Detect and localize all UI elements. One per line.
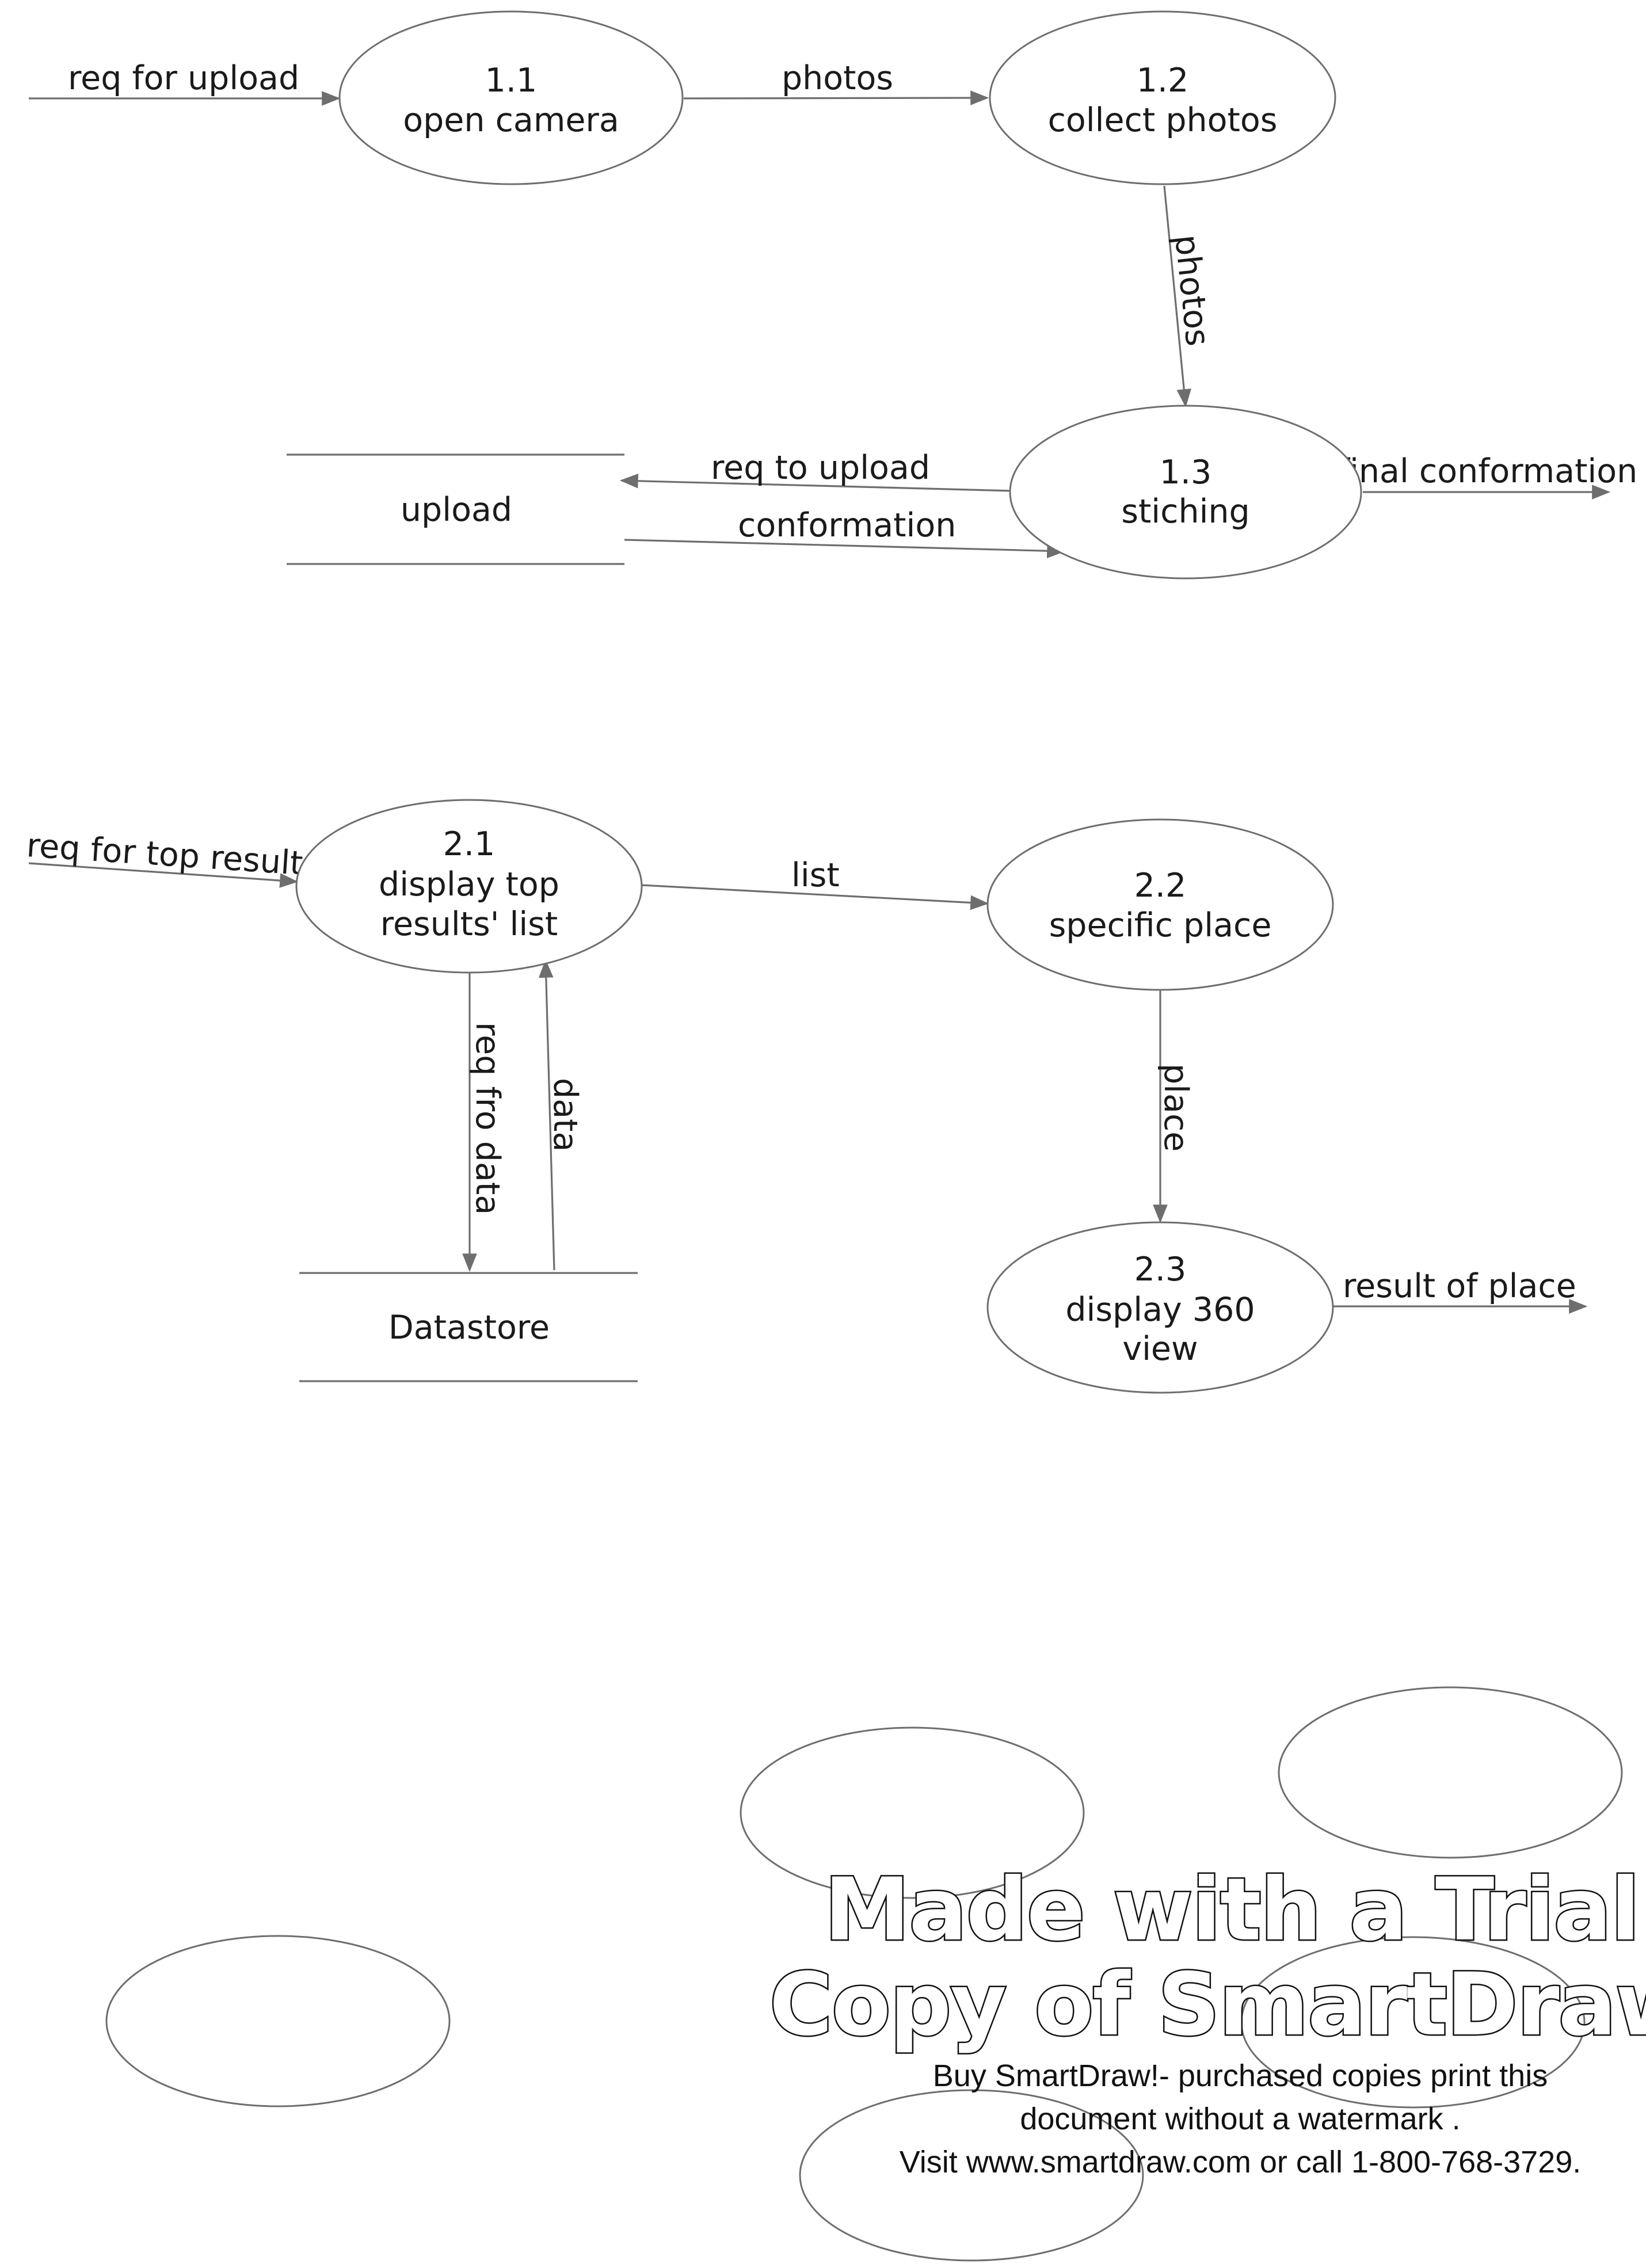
process-label: view bbox=[1122, 1330, 1198, 1368]
flow-label: req for upload bbox=[68, 59, 299, 97]
empty-ellipse bbox=[105, 1935, 451, 2107]
watermark-title: Made with a Trial bbox=[824, 1860, 1639, 1960]
flow-label: req for top result bbox=[25, 826, 304, 883]
process-number: 2.1 bbox=[443, 825, 496, 863]
flow-data: data bbox=[539, 959, 584, 1271]
empty-ellipse bbox=[1278, 1686, 1623, 1859]
flow-conformation: conformation bbox=[624, 506, 1066, 559]
datastore-label: Datastore bbox=[388, 1309, 550, 1347]
flow-req-for-upload: req for upload bbox=[29, 59, 341, 106]
flow-place: place bbox=[1153, 990, 1195, 1223]
process-number: 1.2 bbox=[1137, 62, 1189, 100]
trial-watermark: Made with a Trial Copy of SmartDraw Buy … bbox=[768, 1859, 1646, 2180]
flow-label: result of place bbox=[1343, 1267, 1576, 1305]
process-1-2: 1.2 collect photos bbox=[989, 10, 1336, 185]
watermark-note: document without a watermark . bbox=[1020, 2102, 1460, 2136]
flow-list: list bbox=[641, 856, 989, 910]
flow-label: final conformation bbox=[1338, 452, 1637, 490]
empty-ellipse bbox=[799, 2089, 1144, 2262]
flow-req-for-top-result: req for top result bbox=[25, 826, 304, 888]
empty-ellipse bbox=[740, 1726, 1085, 1899]
flow-req-to-upload: req to upload bbox=[619, 449, 1013, 492]
flow-photos-1: photos bbox=[683, 59, 989, 105]
process-label: display 360 bbox=[1065, 1291, 1255, 1329]
flow-final-conformation: final conformation bbox=[1338, 452, 1637, 500]
process-2-3: 2.3 display 360 view bbox=[986, 1221, 1334, 1394]
process-label: stiching bbox=[1121, 493, 1250, 531]
flow-label: photos bbox=[782, 59, 893, 97]
process-2-1: 2.1 display top results' list bbox=[295, 799, 643, 974]
process-number: 2.3 bbox=[1134, 1251, 1187, 1289]
process-number: 2.2 bbox=[1134, 867, 1187, 905]
watermark-note: Visit www.smartdraw.com or call 1-800-76… bbox=[900, 2145, 1582, 2179]
datastore-label: upload bbox=[401, 491, 512, 529]
process-label: display top bbox=[379, 866, 559, 904]
process-1-1: 1.1 open camera bbox=[338, 10, 684, 185]
flow-label: list bbox=[791, 856, 840, 894]
watermark-title: Copy of SmartDraw bbox=[769, 1955, 1646, 2055]
flow-label: req to upload bbox=[711, 449, 930, 487]
process-label: results' list bbox=[380, 905, 558, 943]
process-number: 1.1 bbox=[485, 62, 538, 100]
flow-label: data bbox=[546, 1078, 584, 1152]
flow-label: photos bbox=[1167, 233, 1217, 348]
process-label: collect photos bbox=[1048, 101, 1278, 139]
watermark-note: Buy SmartDraw!- purchased copies print t… bbox=[933, 2059, 1548, 2093]
process-label: open camera bbox=[403, 101, 619, 139]
flow-label: conformation bbox=[738, 506, 956, 544]
flow-label: req fro data bbox=[468, 1022, 506, 1215]
flow-result-of-place: result of place bbox=[1332, 1267, 1588, 1314]
flow-label: place bbox=[1157, 1064, 1195, 1152]
process-label: specific place bbox=[1049, 906, 1272, 944]
process-number: 1.3 bbox=[1160, 453, 1212, 491]
empty-ellipse bbox=[1240, 1936, 1586, 2109]
datastore-upload: upload bbox=[287, 453, 624, 565]
process-2-2: 2.2 specific place bbox=[986, 818, 1334, 991]
process-1-3: 1.3 stiching bbox=[1009, 405, 1362, 580]
flow-photos-2: photos bbox=[1163, 185, 1217, 408]
flow-req-fro-data: req fro data bbox=[462, 973, 506, 1272]
datastore-data: Datastore bbox=[299, 1272, 638, 1382]
